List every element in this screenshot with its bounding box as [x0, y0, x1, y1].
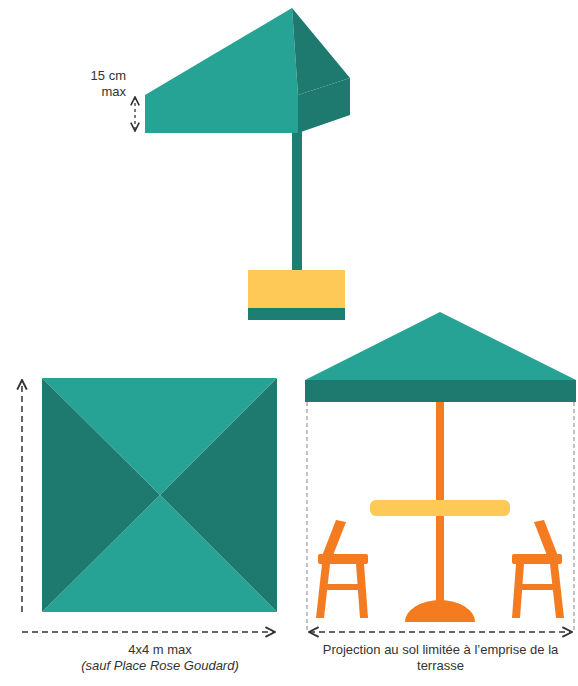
- height-dimension: [135, 97, 136, 131]
- parasol-3d: [145, 8, 350, 320]
- note-label: Projection au sol limitée à l’emprise de…: [318, 642, 563, 674]
- terrace-side-view: [305, 312, 576, 632]
- dimension-label: 4x4 m max: [40, 642, 280, 658]
- note-label: (sauf Place Rose Goudard): [40, 658, 280, 674]
- canopy-top-view: [22, 378, 277, 632]
- dimension-label: 15 cm max: [70, 68, 126, 100]
